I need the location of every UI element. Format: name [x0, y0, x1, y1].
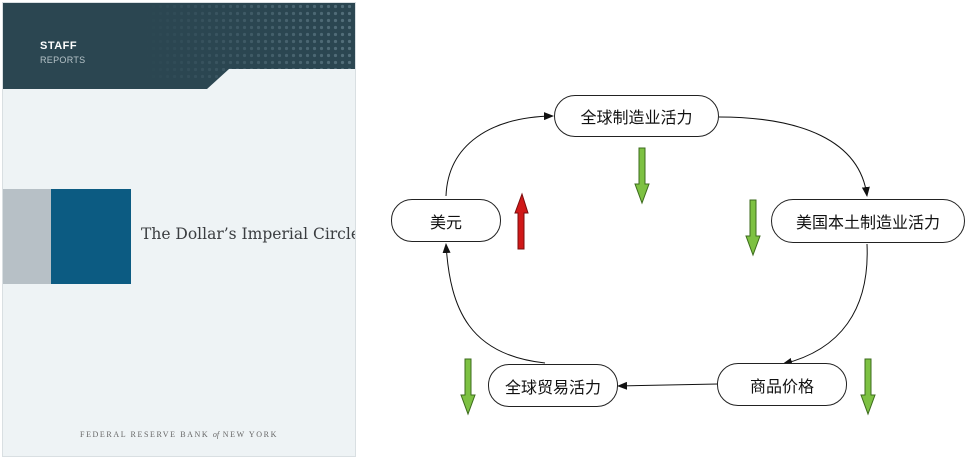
- cover-blue-block: [51, 189, 131, 284]
- cover-staff-label: STAFF: [40, 40, 78, 52]
- edge-commodity-to-trade: [617, 381, 719, 390]
- cover-gray-block: [3, 189, 51, 284]
- dollar-cycle-diagram: 全球制造业活力 美国本土制造业活力 商品价格 全球贸易活力 美元: [360, 0, 966, 459]
- report-cover: STAFF REPORTS The Dollar’s Imperial Circ…: [2, 2, 356, 457]
- node-global-manufacturing: 全球制造业活力: [554, 95, 719, 137]
- commodity-prices-down-arrow: [860, 358, 876, 416]
- cover-footer: FEDERAL RESERVE BANK of NEW YORK: [80, 430, 278, 439]
- global-manufacturing-down-arrow: [634, 147, 650, 205]
- cover-title: The Dollar’s Imperial Circle: [141, 225, 356, 243]
- us-manufacturing-down-arrow: [745, 199, 761, 257]
- node-global-trade: 全球贸易活力: [488, 364, 618, 407]
- cover-reports-label: REPORTS: [40, 55, 86, 65]
- edge-global-to-us: [718, 116, 870, 197]
- edge-dollar-to-global: [445, 112, 554, 197]
- node-dollar: 美元: [391, 199, 501, 242]
- cover-header-band: STAFF REPORTS: [3, 3, 355, 89]
- node-us-manufacturing: 美国本土制造业活力: [771, 199, 965, 243]
- dollar-up-arrow: [514, 192, 529, 250]
- edge-trade-to-dollar: [442, 243, 546, 364]
- global-trade-down-arrow: [460, 358, 476, 416]
- edge-us-to-commodity: [782, 243, 868, 366]
- node-commodity-prices: 商品价格: [717, 363, 847, 406]
